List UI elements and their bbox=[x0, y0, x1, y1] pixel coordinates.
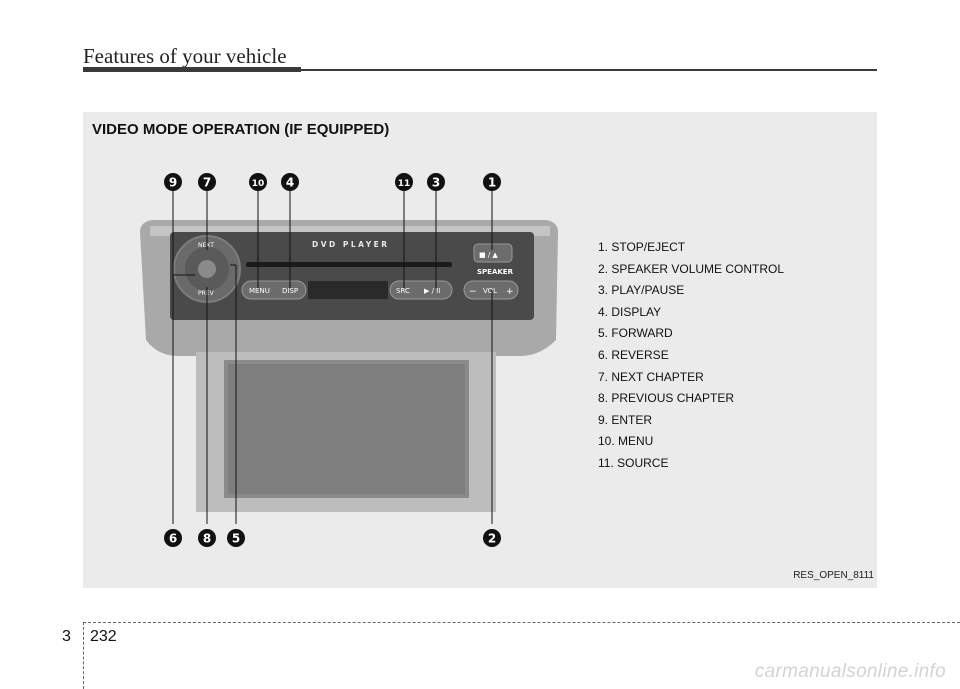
stop-eject-button bbox=[473, 243, 513, 263]
callout-5: 5 bbox=[232, 532, 240, 546]
watermark: carmanualsonline.info bbox=[754, 661, 946, 682]
legend-item: 9. ENTER bbox=[598, 412, 653, 427]
callout-3: 3 bbox=[432, 176, 440, 190]
legend-item: 5. FORWARD bbox=[598, 326, 673, 341]
callout-9: 9 bbox=[169, 176, 177, 190]
legend-item: 8. PREVIOUS CHAPTER bbox=[598, 391, 735, 406]
control-legend: 1. STOP/EJECT 2. SPEAKER VOLUME CONTROL … bbox=[598, 240, 784, 478]
menu-label: MENU bbox=[249, 287, 270, 295]
enter-button bbox=[198, 260, 216, 278]
callout-leaders bbox=[172, 191, 493, 524]
header-rule bbox=[301, 69, 877, 71]
disc-slot bbox=[246, 262, 452, 267]
legend-item: 7. NEXT CHAPTER bbox=[598, 369, 704, 384]
figure-code: RES_OPEN_8111 bbox=[793, 570, 874, 581]
footer-rule bbox=[83, 622, 960, 623]
volume-button bbox=[463, 280, 519, 300]
callout-7: 7 bbox=[203, 176, 211, 190]
legend-item: 1. STOP/EJECT bbox=[598, 240, 686, 254]
vol-minus-label: − bbox=[469, 287, 477, 297]
legend-item: 4. DISPLAY bbox=[598, 304, 662, 319]
legend-item: 11. SOURCE bbox=[598, 455, 669, 470]
callout-6: 6 bbox=[169, 532, 177, 546]
legend-item: 3. PLAY/PAUSE bbox=[598, 283, 685, 298]
callout-11: 11 bbox=[398, 179, 411, 189]
callout-1: 1 bbox=[488, 176, 496, 190]
chapter-number: 3 bbox=[62, 628, 71, 645]
legend-item: 2. SPEAKER VOLUME CONTROL bbox=[598, 261, 785, 276]
header-bar bbox=[83, 67, 301, 72]
stop-eject-label: ■ / ▲ bbox=[479, 251, 498, 259]
display-window bbox=[308, 281, 388, 299]
callout-2: 2 bbox=[488, 532, 496, 546]
next-label: NEXT bbox=[198, 242, 214, 249]
legend-item: 6. REVERSE bbox=[598, 347, 669, 362]
vol-label: VOL bbox=[483, 287, 497, 295]
section-title: VIDEO MODE OPERATION (IF EQUIPPED) bbox=[92, 121, 390, 138]
page-number: 232 bbox=[90, 628, 117, 645]
speaker-label: SPEAKER bbox=[477, 268, 514, 276]
prev-label: PREV bbox=[198, 290, 215, 297]
callout-10: 10 bbox=[252, 179, 265, 189]
src-label: SRC bbox=[396, 287, 410, 295]
vol-plus-label: + bbox=[506, 287, 514, 297]
disp-label: DISP bbox=[282, 287, 298, 295]
play-label: ▶ / II bbox=[424, 287, 440, 295]
screen-inner bbox=[228, 364, 465, 494]
callout-8: 8 bbox=[203, 532, 211, 546]
page-header-title: Features of your vehicle bbox=[83, 44, 287, 68]
footer-divider bbox=[83, 622, 84, 689]
legend-item: 10. MENU bbox=[598, 434, 654, 449]
panel-label: DVD PLAYER bbox=[312, 240, 390, 249]
callout-badges: 9 7 10 4 11 3 1 6 8 5 2 bbox=[164, 173, 501, 547]
callout-4: 4 bbox=[286, 176, 294, 190]
